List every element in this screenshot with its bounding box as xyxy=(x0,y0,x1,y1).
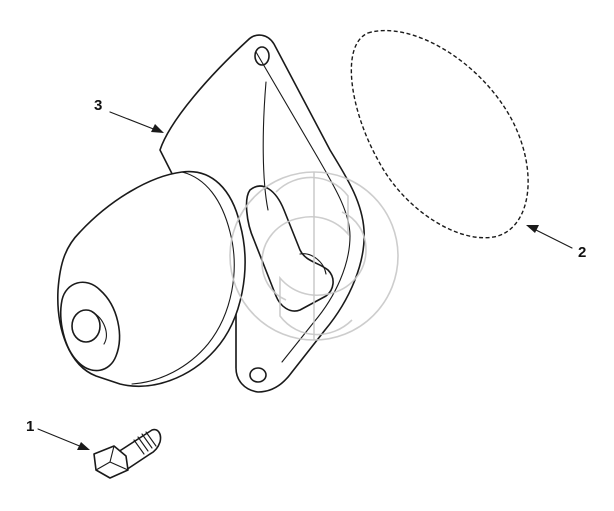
bolt-part[interactable] xyxy=(93,428,162,479)
arrowhead-icon xyxy=(77,442,90,450)
arrowhead-icon xyxy=(526,225,539,233)
arrowhead-icon xyxy=(151,124,164,133)
callout-2: 2 xyxy=(526,225,586,261)
callout-label-3: 3 xyxy=(94,97,102,114)
gasket-part[interactable] xyxy=(350,29,529,239)
water-pump-part[interactable] xyxy=(57,34,365,393)
watermark-logo xyxy=(229,171,399,341)
callout-3: 3 xyxy=(94,97,164,133)
callout-label-1: 1 xyxy=(26,418,34,435)
callout-label-2: 2 xyxy=(578,244,586,261)
callout-1: 1 xyxy=(26,418,90,450)
